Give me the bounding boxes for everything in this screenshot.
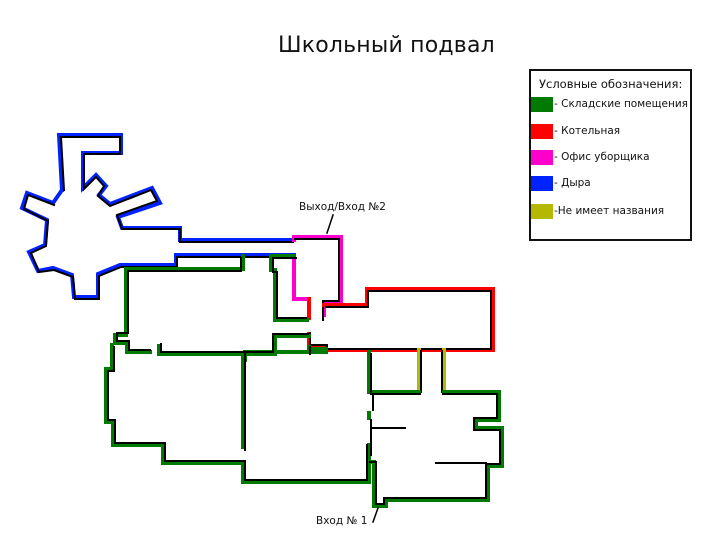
exit1-pointer: [372, 507, 379, 523]
legend-label: - Складские помещения: [554, 98, 688, 110]
boiler-swatch: [531, 123, 553, 139]
legend-label: - Офис уборщика: [554, 151, 650, 163]
legend-title: Условные обозначения:: [539, 77, 683, 91]
storage-rooms: [104, 254, 504, 508]
legend-label: -Не имеет названия: [554, 205, 665, 217]
unnamed-swatch: [531, 203, 553, 219]
exit1-label: Вход № 1: [316, 515, 368, 527]
legend-item-boiler: - Котельная: [531, 123, 620, 139]
hole-area: [19, 133, 296, 300]
boiler-room: [307, 287, 495, 352]
legend-label: - Дыра: [554, 177, 591, 189]
page-title: Школьный подвал: [278, 33, 495, 58]
legend-item-unnamed: -Не имеет названия: [531, 203, 664, 219]
exit2-pointer: [326, 214, 334, 234]
legend-item-janitor: - Офис уборщика: [531, 149, 650, 165]
janitor-swatch: [531, 149, 553, 165]
hole-swatch: [531, 175, 553, 191]
unnamed-corridor: [417, 348, 446, 394]
legend: Условные обозначения: - Складские помеще…: [529, 69, 692, 241]
legend-label: - Котельная: [554, 125, 621, 137]
storage-swatch: [531, 96, 553, 112]
legend-item-hole: - Дыра: [531, 175, 591, 191]
exit2-label: Выход/Вход №2: [299, 201, 386, 213]
legend-item-storage: - Складские помещения: [531, 96, 688, 112]
